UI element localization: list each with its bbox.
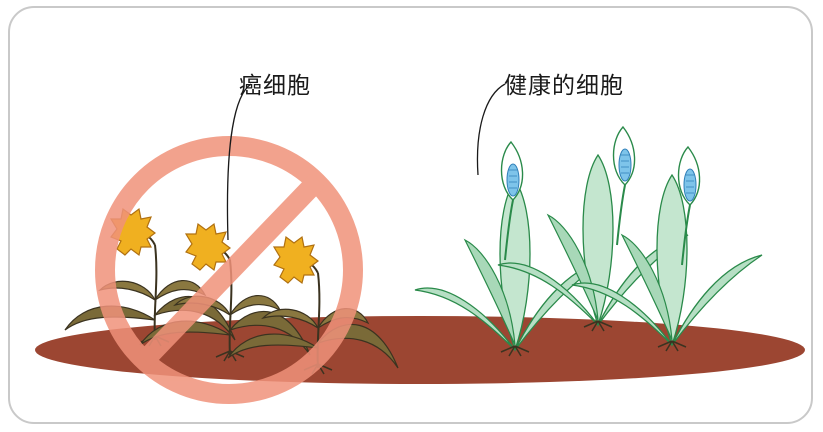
healthy-cells-label: 健康的细胞 bbox=[504, 73, 624, 99]
healthy-label-leader bbox=[476, 83, 506, 176]
healthy-flower-2 bbox=[612, 126, 636, 246]
prohibition-sign bbox=[95, 136, 363, 404]
cancer-cells-label: 癌细胞 bbox=[239, 73, 311, 99]
cancer-label-leader bbox=[226, 83, 252, 241]
